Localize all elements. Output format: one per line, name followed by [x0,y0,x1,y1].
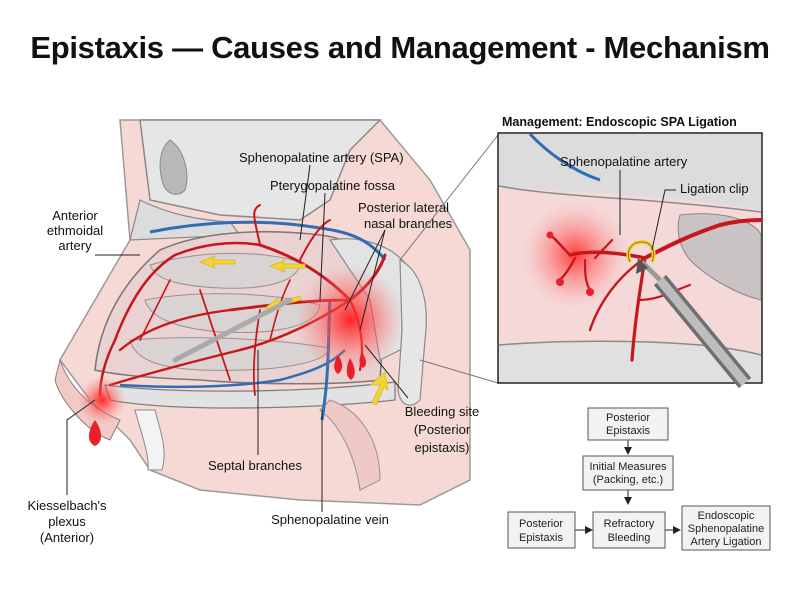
label-bleeding-site-3: epistaxis) [415,440,470,455]
posterior-bleed-drops [334,352,366,380]
inset-connector-bottom [419,359,499,384]
flow-box-initial-measures [582,455,674,491]
management-flowchart: Posterior Epistaxis Initial Measures (Pa… [507,407,771,551]
flow-text-posterior-top-1: Posterior [606,412,650,424]
flow-box-endoscopic [681,505,771,551]
inset-label-clip: Ligation clip [680,181,749,196]
flow-text-posterior-top-2: Epistaxis [606,425,651,437]
flow-box-posterior-left [507,511,576,549]
anterior-bleed-glow [78,376,126,424]
flow-text-posterior-left-1: Posterior [519,518,563,530]
label-pterygopalatine-fossa: Pterygopalatine fossa [270,178,396,193]
flow-text-initial-2: (Packing, etc.) [593,474,663,486]
inset-leaders [619,170,676,251]
label-anterior-ethmoidal-1: Anterior [52,208,98,223]
page-title: Epistaxis — Causes and Management - Mech… [30,30,770,65]
posterior-bleed-glow [295,265,405,375]
nasal-instrument [172,297,293,363]
flow-text-refractory-2: Bleeding [608,532,651,544]
anterior-bleed-drop [88,420,102,446]
flow-box-posterior-top [587,407,669,441]
label-bleeding-site-2: (Posterior [414,422,471,437]
nasal-cavity-illustration [54,119,471,506]
leader-lines [66,164,409,512]
label-kiesselbach-2: plexus [48,514,86,529]
roof-vein [149,220,387,261]
label-posterior-lateral-1: Posterior lateral [358,200,449,215]
inset-connector-top [399,134,499,261]
flow-text-endoscopic-1: Endoscopic [698,510,755,522]
flow-box-refractory [592,511,666,549]
label-anterior-ethmoidal-2: ethmoidal [47,223,103,238]
flow-text-posterior-left-2: Epistaxis [519,532,564,544]
flow-text-initial-1: Initial Measures [589,461,667,473]
label-posterior-lateral-2: nasal branches [364,216,453,231]
label-sphenopalatine-vein: Sphenopalatine vein [271,512,389,527]
flow-text-endoscopic-2: Sphenopalatine [688,523,764,535]
inset-title: Management: Endoscopic SPA Ligation [502,115,737,129]
inset-panel [497,132,763,389]
flow-text-endoscopic-3: Artery Ligation [691,536,762,548]
label-anterior-ethmoidal-3: artery [58,238,92,253]
flow-text-refractory-1: Refractory [604,518,655,530]
inset-label-artery: Sphenopalatine artery [560,154,688,169]
label-bleeding-site-1: Bleeding site [405,404,479,419]
label-septal-branches: Septal branches [208,458,302,473]
label-kiesselbach-1: Kiesselbach's [27,498,107,513]
label-kiesselbach-3: (Anterior) [40,530,94,545]
label-spa: Sphenopalatine artery (SPA) [239,150,404,165]
